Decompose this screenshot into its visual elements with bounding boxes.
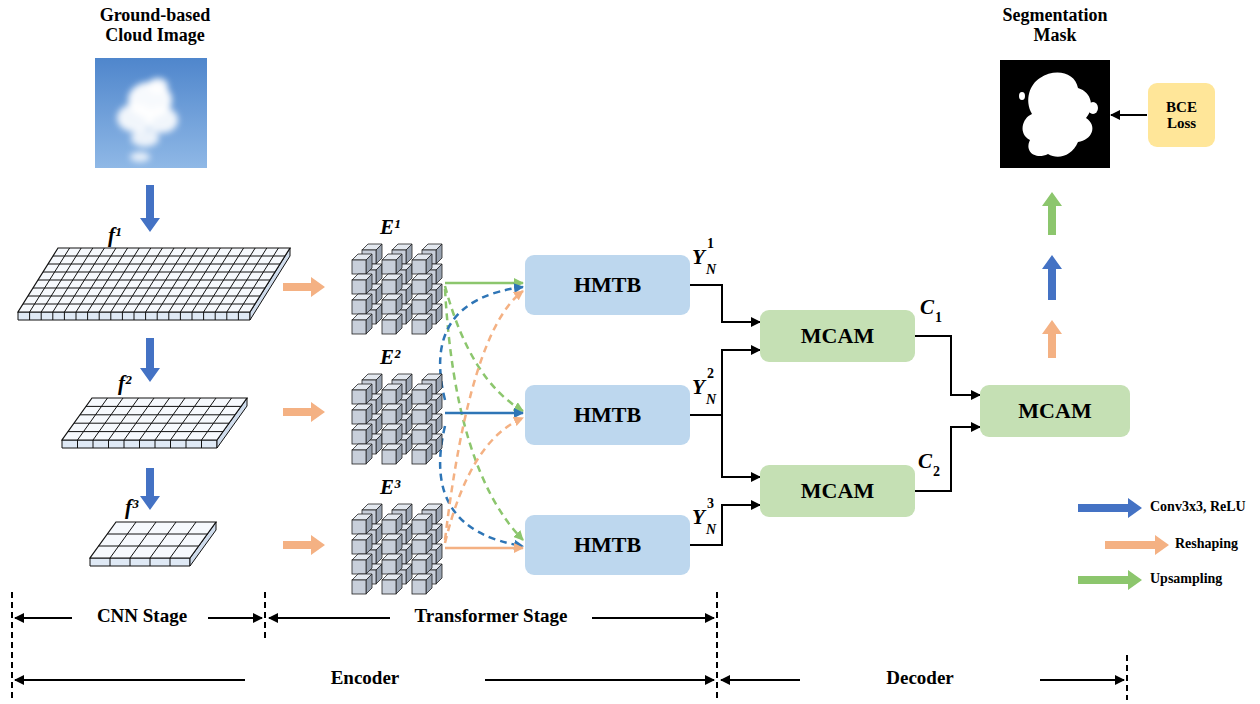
fusion-symbol: C	[920, 296, 934, 319]
token-name: E³	[380, 476, 400, 499]
token-block	[352, 504, 442, 594]
feature-map	[18, 248, 290, 320]
hmtb-box: HMTB	[525, 255, 690, 315]
output-superscript: 1	[707, 236, 714, 251]
token-name: E²	[380, 346, 400, 369]
image-title: Ground-based Cloud Image	[80, 6, 230, 46]
mask-image	[1000, 60, 1110, 168]
node-label: MCAM	[1018, 399, 1091, 423]
feature-name: f³	[125, 496, 138, 519]
legend-text: Upsampling	[1150, 571, 1222, 586]
connector	[915, 336, 980, 395]
output-superscript: 3	[707, 496, 714, 511]
legend-text: Conv3x3, ReLU	[1150, 499, 1246, 514]
output-arrows	[1042, 192, 1062, 358]
node-label: MCAM	[801, 479, 874, 503]
fusion-subscript: 1	[935, 310, 942, 325]
mcam-box: MCAM	[760, 310, 915, 362]
loss-box: BCE Loss	[1148, 83, 1215, 147]
cloud-photo	[95, 58, 207, 168]
connector	[915, 427, 980, 491]
output-symbol: Y	[692, 506, 705, 529]
token-name: E¹	[380, 216, 400, 239]
feature-name: f²	[118, 372, 131, 395]
output-subscript: N	[706, 522, 716, 537]
output-superscript: 2	[707, 366, 714, 381]
connector	[690, 415, 760, 477]
stage-label: Decoder	[805, 668, 1035, 689]
connector	[690, 350, 760, 415]
hmtb-box: HMTB	[525, 515, 690, 575]
output-symbol: Y	[692, 246, 705, 269]
token-links	[440, 283, 523, 548]
node-label: HMTB	[574, 403, 641, 427]
legend-text: Reshaping	[1175, 536, 1238, 551]
connector	[690, 505, 760, 545]
stage-label: CNN Stage	[78, 606, 206, 627]
stage-label: Transformer Stage	[394, 606, 588, 627]
reshape-arrows	[283, 277, 325, 555]
fusion-symbol: C	[918, 450, 932, 473]
image-title: Segmentation Mask	[985, 6, 1125, 46]
stage-brackets	[12, 592, 1127, 700]
feature-map	[90, 522, 216, 566]
node-label: MCAM	[801, 324, 874, 348]
mcam-box: MCAM	[760, 465, 915, 517]
output-subscript: N	[706, 392, 716, 407]
output-symbol: Y	[692, 376, 705, 399]
token-block	[352, 374, 442, 464]
stage-label: Encoder	[250, 668, 480, 689]
feature-map	[62, 398, 247, 448]
feature-name: f¹	[108, 224, 121, 247]
connector	[690, 285, 760, 322]
output-subscript: N	[706, 262, 716, 277]
node-label: HMTB	[574, 273, 641, 297]
conv-arrows	[140, 185, 160, 510]
mcam-box: MCAM	[980, 385, 1130, 437]
loss-arrow	[1111, 114, 1147, 116]
node-label: HMTB	[574, 533, 641, 557]
node-label: BCE Loss	[1154, 99, 1209, 132]
token-block	[352, 244, 442, 334]
fusion-subscript: 2	[933, 464, 940, 479]
hmtb-box: HMTB	[525, 385, 690, 445]
